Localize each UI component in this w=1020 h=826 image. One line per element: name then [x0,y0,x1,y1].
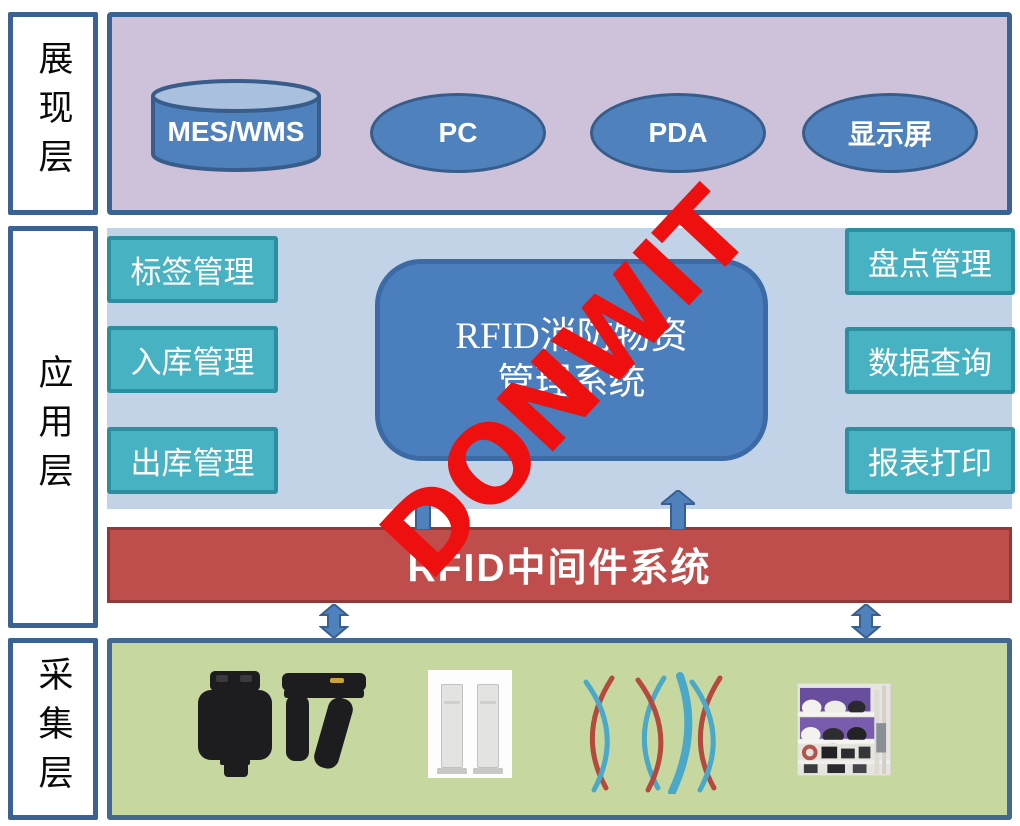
module-label: 入库管理 [130,345,255,380]
rfid-gate-antennas-icon [428,670,512,778]
double-arrow-icon [319,604,349,638]
module-inventory-management: 盘点管理 [845,228,1015,295]
rfid-tag-arcs-icon [583,672,723,794]
gate-antenna-left [437,684,467,774]
pc-label: PC [438,117,478,148]
presentation-layer-label: 展现层 [33,40,73,187]
module-inbound-management: 入库管理 [107,326,278,393]
up-arrow-icon [661,490,695,530]
display-screen-node: 显示屏 [802,93,978,173]
mes-wms-database-node: MES/WMS [150,78,322,175]
warehouse-shelf-photo [797,683,891,776]
database-cylinder-icon [151,79,321,172]
middleware-label: RFID中间件系统 [407,547,712,590]
pda-node: PDA [590,93,766,173]
module-outbound-management: 出库管理 [107,427,278,494]
collection-layer-panel [107,638,1012,820]
module-label: 报表打印 [868,446,992,481]
up-arrow-icon [406,490,440,530]
core-system-line2: 管理系统 [497,362,646,403]
pda-label: PDA [648,117,708,148]
presentation-layer-panel: MES/WMS PC PDA 显示屏 [107,12,1012,215]
module-report-printing: 报表打印 [845,427,1015,494]
collection-layer-label: 采集层 [33,655,73,803]
application-layer-label-box: 应用层 [8,226,98,628]
collection-layer-label-box: 采集层 [8,638,98,820]
pc-node: PC [370,93,546,173]
double-arrow-icon [851,604,881,638]
module-label: 数据查询 [868,346,992,381]
module-label: 出库管理 [130,446,255,481]
mes-wms-label: MES/WMS [167,116,305,147]
application-layer-label: 应用层 [33,353,73,501]
handheld-rfid-readers-icon [198,671,366,777]
display-screen-label: 显示屏 [847,119,932,150]
middleware-bar: RFID中间件系统 [107,527,1012,603]
module-data-query: 数据查询 [845,327,1015,394]
module-label: 标签管理 [130,255,255,290]
core-system-line1: RFID消防物资 [455,315,688,357]
presentation-layer-label-box: 展现层 [8,12,98,215]
module-tag-management: 标签管理 [107,236,278,303]
gate-antenna-right [473,684,503,774]
application-layer-panel: 标签管理 入库管理 出库管理 盘点管理 数据查询 报表打印 RFID消防物资 管… [107,228,1015,509]
core-system-box: RFID消防物资 管理系统 [375,259,768,461]
module-label: 盘点管理 [868,247,992,282]
